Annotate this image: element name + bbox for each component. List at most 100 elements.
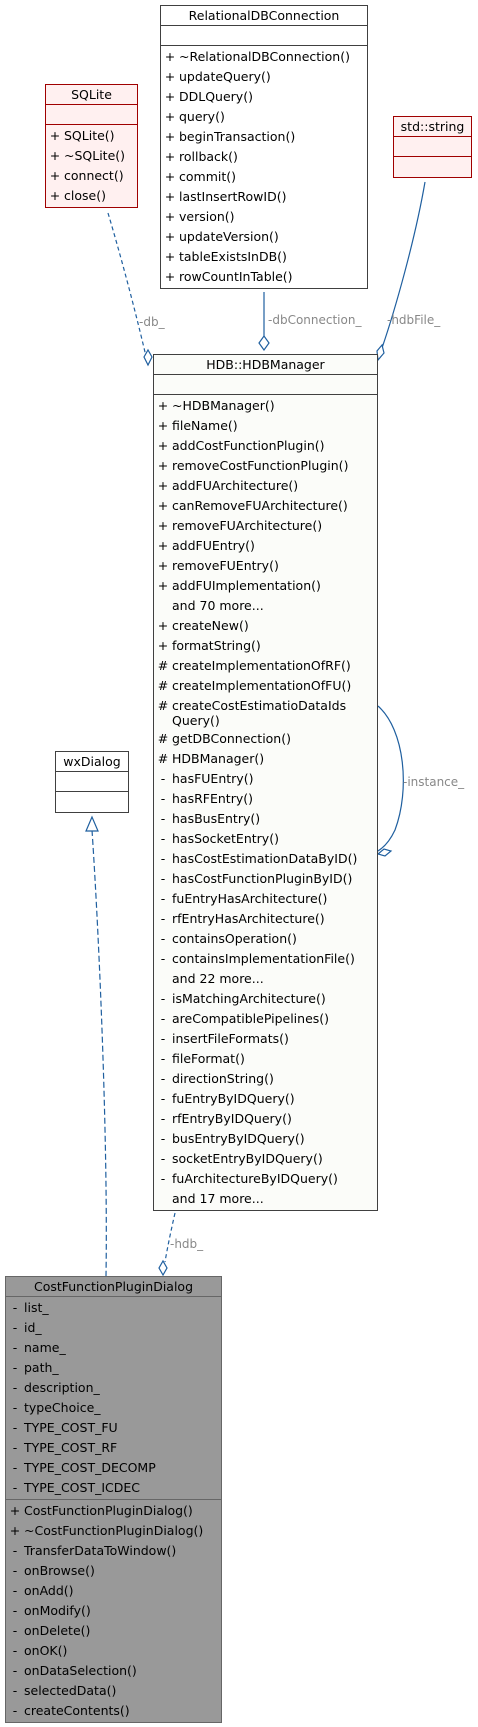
- class-member: -fuEntryByIDQuery(): [154, 1089, 377, 1109]
- class-member: +lastInsertRowID(): [161, 187, 367, 207]
- class-member: -TYPE_COST_ICDEC: [6, 1478, 221, 1498]
- method-section: +CostFunctionPluginDialog()+~CostFunctio…: [6, 1500, 221, 1722]
- class-title: std::string: [394, 117, 471, 137]
- member-label: directionString(): [172, 1071, 274, 1086]
- class-cost-function-plugin-dialog[interactable]: CostFunctionPluginDialog -list_-id_-name…: [5, 1276, 222, 1723]
- member-label: containsOperation(): [172, 931, 297, 946]
- visibility-marker: -: [12, 1623, 18, 1638]
- class-member: -selectedData(): [6, 1681, 221, 1701]
- class-member: +query(): [161, 107, 367, 127]
- visibility-marker: +: [164, 69, 176, 84]
- visibility-marker: +: [164, 109, 176, 124]
- member-label: hasRFEntry(): [172, 791, 253, 806]
- member-label: onAdd(): [24, 1583, 74, 1598]
- class-member: #createImplementationOfFU(): [154, 676, 377, 696]
- visibility-marker: +: [164, 89, 176, 104]
- class-member: -hasRFEntry(): [154, 789, 377, 809]
- member-label: DDLQuery(): [179, 89, 253, 104]
- member-label: SQLite(): [64, 128, 115, 143]
- class-std-string[interactable]: std::string: [393, 116, 472, 178]
- class-member: -areCompatiblePipelines(): [154, 1009, 377, 1029]
- visibility-marker: -: [160, 931, 166, 946]
- member-label: getDBConnection(): [172, 731, 291, 746]
- member-label: addFUArchitecture(): [172, 478, 299, 493]
- visibility-marker: -: [12, 1360, 18, 1375]
- member-label: createImplementationOfRF(): [172, 658, 351, 673]
- member-label: rfEntryHasArchitecture(): [172, 911, 325, 926]
- member-label: TYPE_COST_ICDEC: [24, 1480, 141, 1495]
- member-label: addFUImplementation(): [172, 578, 321, 593]
- class-sqlite[interactable]: SQLite +SQLite()+~SQLite()+connect()+clo…: [45, 84, 138, 208]
- visibility-marker: -: [12, 1400, 18, 1415]
- member-label: CostFunctionPluginDialog(): [24, 1503, 193, 1518]
- class-member: -hasFUEntry(): [154, 769, 377, 789]
- visibility-marker: -: [12, 1703, 18, 1718]
- member-label: beginTransaction(): [179, 129, 296, 144]
- attribute-section: [154, 375, 377, 395]
- class-member: +close(): [46, 186, 137, 206]
- class-title: wxDialog: [56, 752, 128, 772]
- visibility-marker: -: [12, 1563, 18, 1578]
- class-wxdialog[interactable]: wxDialog: [55, 751, 129, 813]
- member-label: createNew(): [172, 618, 249, 633]
- visibility-marker: -: [160, 831, 166, 846]
- member-label: and 70 more...: [172, 598, 264, 613]
- visibility-marker: -: [12, 1663, 18, 1678]
- method-section: +~HDBManager()+fileName()+addCostFunctio…: [154, 395, 377, 1210]
- visibility-marker: +: [49, 168, 61, 183]
- class-member: -TYPE_COST_DECOMP: [6, 1458, 221, 1478]
- visibility-marker: -: [160, 871, 166, 886]
- member-label: ~SQLite(): [64, 148, 126, 163]
- method-section: +~RelationalDBConnection()+updateQuery()…: [161, 46, 367, 288]
- attribute-section: -list_-id_-name_-path_-description_-type…: [6, 1297, 221, 1500]
- member-label: fuArchitectureByIDQuery(): [172, 1171, 338, 1186]
- visibility-marker: +: [164, 189, 176, 204]
- class-member: -socketEntryByIDQuery(): [154, 1149, 377, 1169]
- visibility-marker: -: [160, 1051, 166, 1066]
- edge-instance: [375, 705, 404, 853]
- member-label: fileFormat(): [172, 1051, 245, 1066]
- more-members-link: and 17 more...: [154, 1189, 377, 1209]
- visibility-marker: -: [160, 791, 166, 806]
- class-member: +beginTransaction(): [161, 127, 367, 147]
- diamond-dbconnection: [258, 334, 270, 352]
- visibility-marker: +: [49, 128, 61, 143]
- visibility-marker: -: [12, 1603, 18, 1618]
- class-member: +updateQuery(): [161, 67, 367, 87]
- member-label: description_: [24, 1380, 100, 1395]
- class-member: #createImplementationOfRF(): [154, 656, 377, 676]
- member-label: lastInsertRowID(): [179, 189, 287, 204]
- visibility-marker: -: [160, 851, 166, 866]
- visibility-marker: -: [12, 1340, 18, 1355]
- member-label: hasFUEntry(): [172, 771, 254, 786]
- member-label: formatString(): [172, 638, 261, 653]
- visibility-marker: -: [160, 1111, 166, 1126]
- member-label: isMatchingArchitecture(): [172, 991, 326, 1006]
- class-member: +~SQLite(): [46, 146, 137, 166]
- member-label: fuEntryHasArchitecture(): [172, 891, 328, 906]
- class-member: +removeCostFunctionPlugin(): [154, 456, 377, 476]
- member-label: ~CostFunctionPluginDialog(): [24, 1523, 204, 1538]
- class-hdb-manager[interactable]: HDB::HDBManager +~HDBManager()+fileName(…: [153, 354, 378, 1211]
- visibility-marker: +: [164, 269, 176, 284]
- class-member: +tableExistsInDB(): [161, 247, 367, 267]
- visibility-marker: -: [160, 1151, 166, 1166]
- class-member: +~HDBManager(): [154, 396, 377, 416]
- visibility-marker: -: [160, 911, 166, 926]
- visibility-marker: -: [160, 771, 166, 786]
- visibility-marker: -: [12, 1643, 18, 1658]
- member-label: createImplementationOfFU(): [172, 678, 352, 693]
- visibility-marker: +: [157, 558, 169, 573]
- class-member: -containsOperation(): [154, 929, 377, 949]
- class-member: -onBrowse(): [6, 1561, 221, 1581]
- class-title: HDB::HDBManager: [154, 355, 377, 375]
- visibility-marker: [154, 969, 172, 989]
- visibility-marker: +: [157, 518, 169, 533]
- class-member: +rollback(): [161, 147, 367, 167]
- class-member: -name_: [6, 1338, 221, 1358]
- class-relational-db-connection[interactable]: RelationalDBConnection +~RelationalDBCon…: [160, 5, 368, 289]
- attribute-section: [394, 137, 471, 157]
- member-label: onDataSelection(): [24, 1663, 137, 1678]
- visibility-marker: +: [164, 249, 176, 264]
- member-label: updateQuery(): [179, 69, 271, 84]
